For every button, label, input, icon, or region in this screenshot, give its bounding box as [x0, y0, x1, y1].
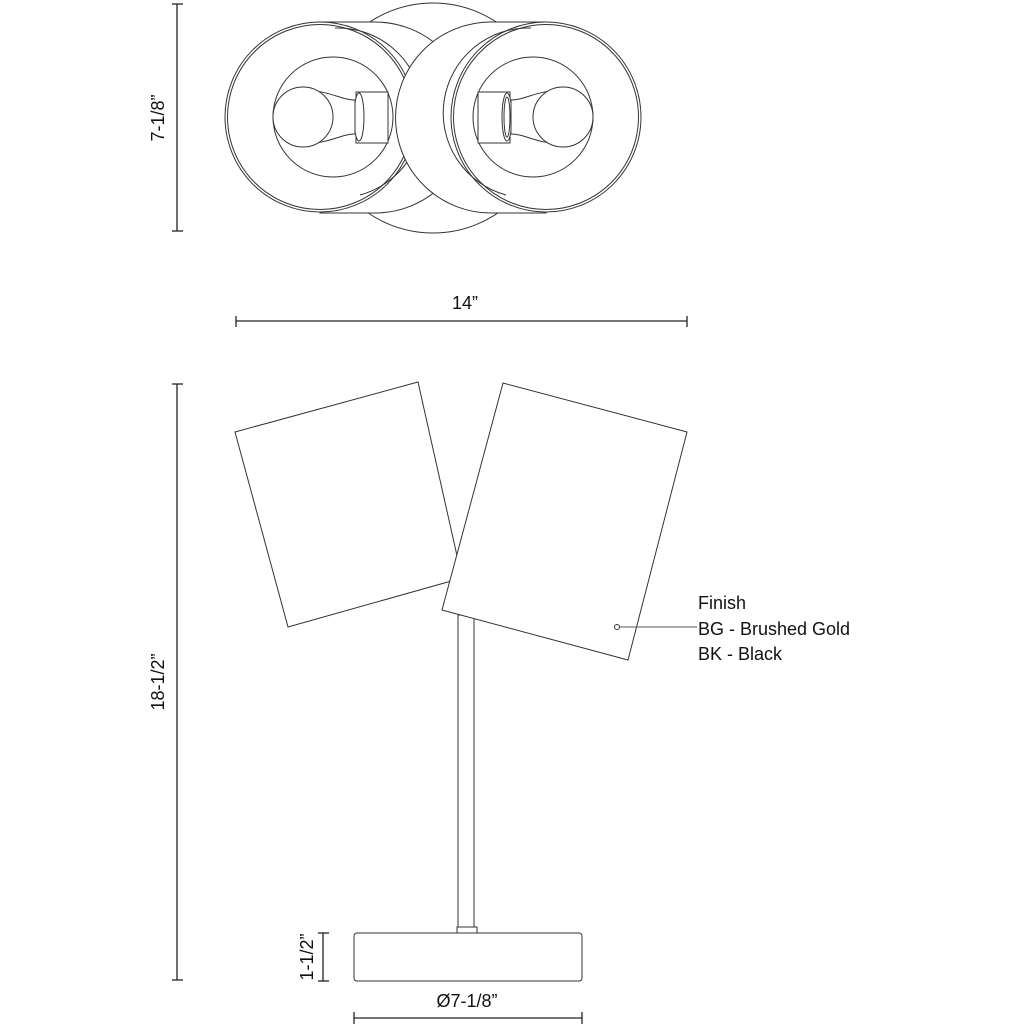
right-shade-top: [395, 21, 642, 214]
finish-option: BK - Black: [698, 644, 783, 664]
base-diameter-dimension: Ø7-1/8”: [353, 991, 583, 1024]
side-view: 18-1/2” 1-1/2” Ø7-1/8” Finish BG - Brush…: [148, 381, 850, 1024]
base-height-dimension: 1-1/2”: [297, 932, 329, 982]
height-label: 18-1/2”: [148, 653, 168, 710]
right-shade: [441, 382, 688, 661]
bulb-icon: [272, 86, 334, 148]
left-shade: [234, 381, 463, 628]
lamp-base: [353, 932, 583, 982]
width-label: 14”: [452, 293, 478, 313]
finish-title: Finish: [698, 593, 746, 613]
base-diameter-label: Ø7-1/8”: [436, 991, 497, 1011]
stem-collar: [456, 926, 478, 934]
top-view: 7-1/8” 14”: [148, 2, 688, 327]
height-dimension: 18-1/2”: [148, 383, 183, 981]
width-dimension: 14”: [235, 293, 688, 327]
finish-callout: Finish BG - Brushed Gold BK - Black: [614, 593, 850, 664]
finish-option: BG - Brushed Gold: [698, 619, 850, 639]
stem: [457, 614, 475, 931]
depth-label: 7-1/8”: [148, 94, 168, 141]
base-height-label: 1-1/2”: [297, 933, 317, 980]
depth-dimension: 7-1/8”: [148, 3, 183, 232]
